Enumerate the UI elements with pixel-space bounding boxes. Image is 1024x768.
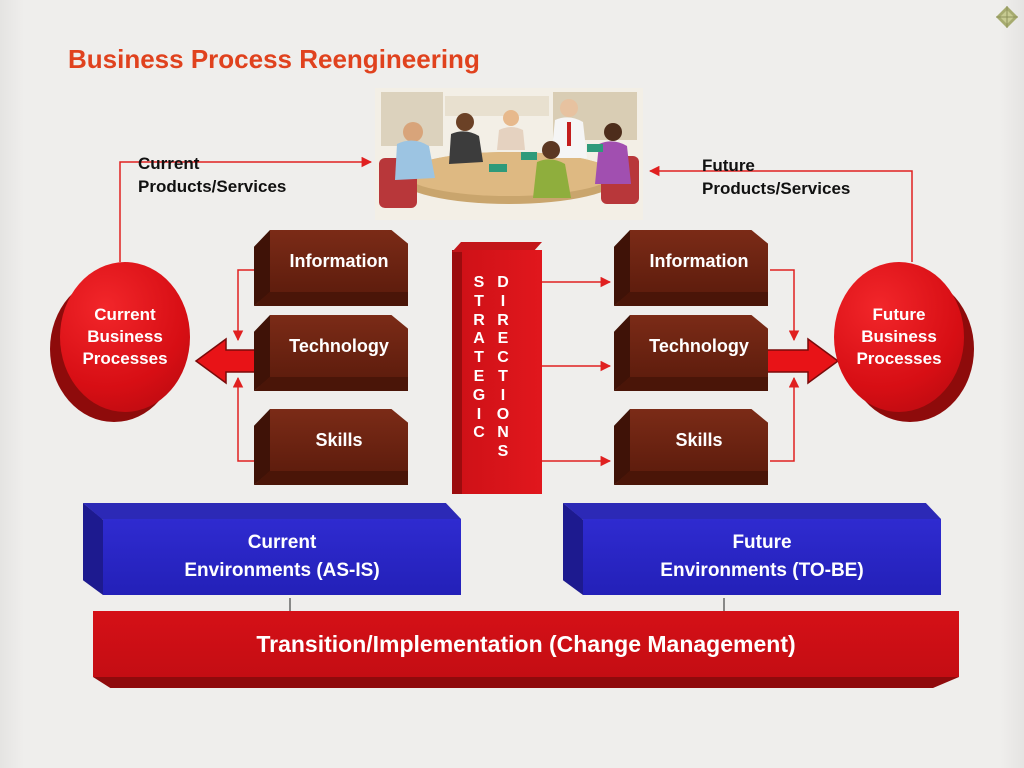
block-bottom	[614, 292, 768, 306]
left-information-label: Information	[289, 250, 389, 271]
left-skills-label: Skills	[315, 429, 363, 450]
strategic-directions-column: S T R A T E G I C D I R E C T I O N S	[452, 242, 542, 494]
block-face	[270, 315, 408, 377]
current-business-processes: Current Business Processes	[50, 262, 190, 422]
diamond-corner-icon	[996, 6, 1018, 28]
future-products-label: Future Products/Services	[702, 156, 851, 198]
future-environments-label: Future Environments (TO-BE)	[660, 532, 864, 581]
future-business-processes: Future Business Processes	[834, 262, 974, 422]
block-face	[630, 315, 768, 377]
current-products-label: Current Products/Services	[138, 154, 287, 196]
block-face	[630, 230, 768, 292]
block-bottom	[614, 471, 768, 485]
slide-title: Business Process Reengineering	[68, 44, 480, 74]
transition-bar: Transition/Implementation (Change Manage…	[93, 611, 959, 688]
column-face	[462, 250, 542, 494]
block-side	[614, 409, 630, 485]
current-environments-box: Current Environments (AS-IS)	[83, 503, 461, 595]
env-face	[583, 519, 941, 595]
current-environments-label: Current Environments (AS-IS)	[184, 532, 380, 581]
block-bottom	[254, 471, 408, 485]
future-business-processes-label: Future Business Processes	[856, 305, 942, 368]
block-side	[254, 409, 270, 485]
block-side	[614, 230, 630, 306]
block-side	[254, 230, 270, 306]
right-information-block: Information	[614, 230, 768, 306]
block-face	[270, 409, 408, 471]
circle-face	[834, 262, 964, 412]
directions-text: D I R E C T I O N S	[496, 274, 510, 461]
left-technology-label: Technology	[289, 335, 389, 356]
env-top	[83, 503, 461, 519]
block-side	[254, 315, 270, 391]
bar-bottom	[93, 677, 959, 688]
right-skills-label: Skills	[675, 429, 723, 450]
bar-face	[93, 611, 959, 677]
left-information-block: Information	[254, 230, 408, 306]
block-bottom	[614, 377, 768, 391]
left-skills-block: Skills	[254, 409, 408, 485]
block-bottom	[254, 377, 408, 391]
left-technology-block: Technology	[254, 315, 408, 391]
transition-label: Transition/Implementation (Change Manage…	[256, 630, 796, 657]
env-side	[563, 503, 583, 595]
circle-face	[60, 262, 190, 412]
column-top	[452, 242, 542, 252]
block-bottom	[254, 292, 408, 306]
block-face	[270, 230, 408, 292]
strategic-text: S T R A T E G I C	[472, 274, 486, 442]
meeting-clipart-icon	[375, 88, 643, 220]
env-top	[563, 503, 941, 519]
right-skills-block: Skills	[614, 409, 768, 485]
block-face	[630, 409, 768, 471]
future-environments-box: Future Environments (TO-BE)	[563, 503, 941, 595]
right-information-label: Information	[649, 250, 749, 271]
env-side	[83, 503, 103, 595]
block-side	[614, 315, 630, 391]
column-side	[452, 250, 462, 494]
env-face	[103, 519, 461, 595]
current-business-processes-label: Current Business Processes	[82, 305, 168, 368]
right-technology-block: Technology	[614, 315, 768, 391]
right-technology-label: Technology	[649, 335, 749, 356]
